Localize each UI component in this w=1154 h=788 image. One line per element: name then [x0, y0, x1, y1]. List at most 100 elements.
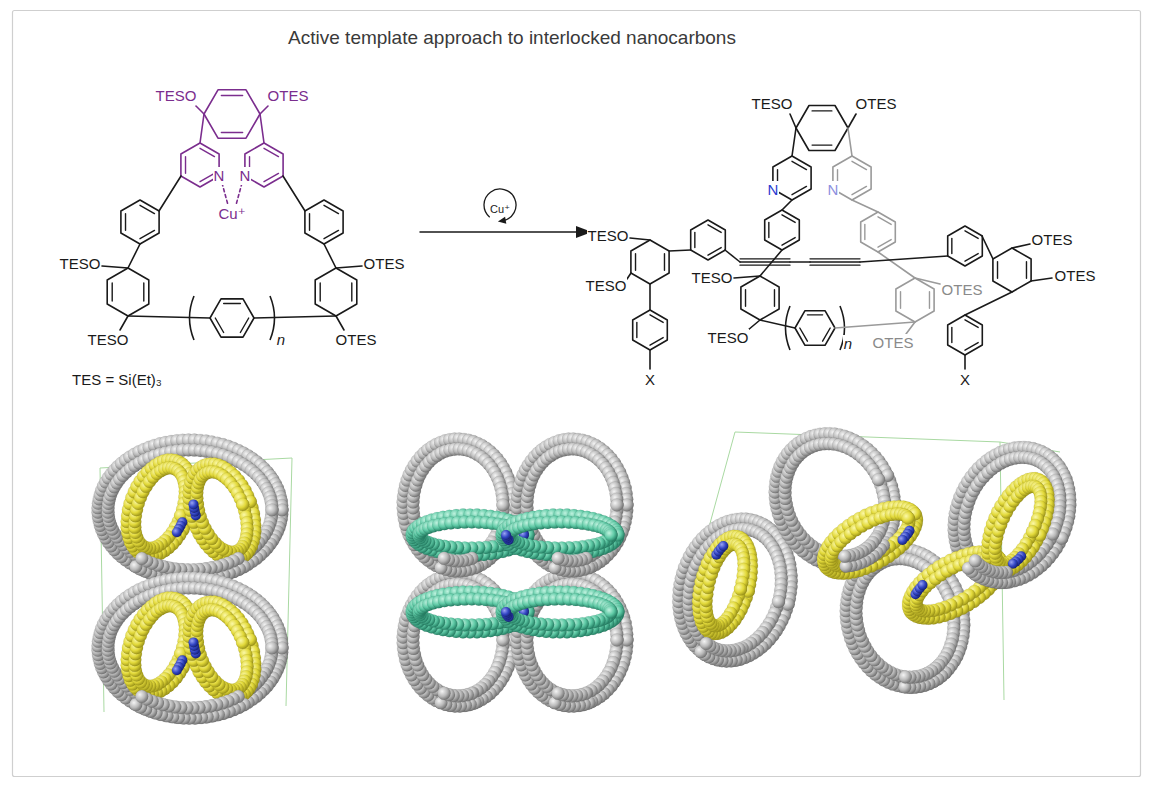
ring [107, 268, 149, 316]
bond [982, 236, 993, 259]
ring [741, 276, 779, 320]
bond [965, 231, 978, 239]
bond [221, 95, 242, 96]
bond [760, 320, 795, 328]
atom-sphere [611, 499, 624, 512]
bond [965, 320, 978, 328]
bond [240, 318, 248, 332]
bond [159, 176, 181, 211]
bond [774, 290, 775, 307]
bond [708, 225, 721, 233]
bond [810, 261, 860, 262]
bond [915, 278, 940, 284]
bond [964, 355, 966, 369]
ring [796, 106, 848, 151]
ring [861, 212, 896, 252]
catalytic-cycle-arrow [484, 189, 516, 221]
atom-sphere [266, 642, 279, 655]
bond [420, 231, 578, 233]
bond [120, 316, 128, 330]
bond [264, 148, 278, 156]
atom-sphere [236, 636, 249, 649]
chemical-structures [102, 90, 1052, 369]
unit-cell-line [100, 458, 292, 712]
bond [324, 205, 338, 213]
bond [810, 265, 860, 266]
atom-sphere [501, 607, 511, 617]
bond [351, 283, 352, 301]
bond [125, 214, 126, 231]
atom-sphere [438, 687, 451, 700]
bond [740, 265, 790, 266]
repeat-bracket [190, 296, 195, 340]
bond [650, 315, 663, 323]
atom-sphere [438, 552, 451, 565]
bond [807, 314, 822, 315]
atom-sphere [189, 499, 199, 509]
atom-sphere [605, 606, 618, 619]
bond [835, 322, 915, 328]
bond [864, 224, 865, 239]
bond [320, 283, 321, 301]
bond [929, 292, 930, 309]
bond [878, 252, 915, 278]
ring [765, 210, 800, 250]
bond [636, 322, 637, 337]
ring [795, 311, 835, 346]
bond [878, 240, 891, 248]
bond [906, 322, 915, 334]
bond [200, 114, 204, 143]
atom-sphere [611, 634, 624, 647]
bond [128, 316, 210, 318]
ring [210, 299, 254, 337]
bond [852, 161, 866, 169]
bond [734, 276, 760, 278]
bond [792, 128, 796, 156]
atom-sphere [172, 665, 182, 675]
bond [336, 316, 344, 330]
bond [848, 128, 852, 156]
bond [630, 238, 650, 240]
bond [792, 161, 806, 169]
bond [852, 200, 878, 212]
bond [951, 238, 952, 253]
ring [204, 90, 260, 138]
bond [760, 250, 782, 276]
atom-sphere [266, 504, 279, 517]
atom-sphere [497, 499, 510, 512]
ring [631, 240, 669, 284]
ring [948, 226, 983, 266]
bond [1031, 278, 1052, 281]
bond [951, 327, 952, 342]
bond [768, 222, 769, 237]
atom-sphere [189, 637, 199, 647]
bond [200, 148, 214, 156]
atom-sphere [501, 530, 511, 540]
bond [997, 262, 998, 279]
catalytic-cycle-arrow-head [498, 217, 506, 224]
bond [324, 230, 338, 238]
bond [823, 328, 831, 341]
bond [740, 261, 790, 262]
atom-sphere [611, 634, 624, 647]
bond [708, 248, 721, 256]
bond [800, 328, 808, 341]
bond [748, 320, 760, 330]
bond [336, 266, 362, 268]
bond [635, 254, 636, 271]
ring [121, 200, 159, 244]
bond [112, 283, 113, 301]
bond [140, 205, 154, 213]
bond [792, 186, 806, 194]
atom-sphere [236, 498, 249, 511]
bond [221, 132, 242, 133]
atom-sphere [135, 552, 148, 565]
bond [196, 106, 204, 114]
bond [264, 173, 278, 181]
bond [740, 258, 790, 259]
bond [649, 350, 651, 369]
bond [140, 230, 154, 238]
atom-sphere [135, 690, 148, 703]
atom-sphere [605, 606, 618, 619]
bond [1012, 244, 1030, 248]
